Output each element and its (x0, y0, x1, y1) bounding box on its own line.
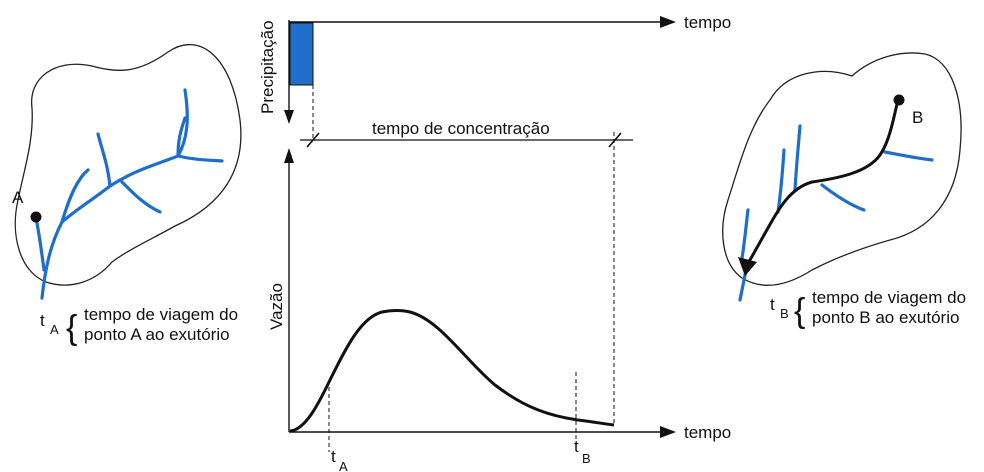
precip-axis-label: Precipitação (258, 20, 277, 114)
hydro-time-arrowhead (660, 426, 676, 438)
t-a-letter: t (40, 311, 45, 330)
river-b-tributary-4 (820, 183, 866, 212)
precipitation-chart: tempo Precipitação (258, 13, 731, 140)
river-network-b (738, 124, 934, 302)
t-a-axis-subscript: A (339, 459, 348, 472)
precip-time-arrowhead (660, 16, 676, 28)
legend-b-line-1: tempo de viagem do (812, 288, 966, 307)
watershed-a: A t A { tempo de viagem do ponto A ao ex… (12, 43, 242, 347)
flow-path-b-arrowhead (738, 257, 757, 276)
legend-a-line-1: tempo de viagem do (84, 305, 238, 324)
point-a-label: A (12, 188, 24, 207)
hydrograph-curve (289, 309, 615, 433)
river-a-tributary-2 (60, 168, 90, 224)
river-a-tributary-4 (120, 180, 162, 214)
hydrograph-chart: Vazão tempo t A t B (267, 132, 731, 472)
precip-time-label: tempo (684, 13, 731, 32)
flow-axis-label: Vazão (267, 283, 286, 330)
watershed-b: B t B { tempo de viagem do ponto B ao ex… (722, 52, 966, 330)
flow-path-b (745, 98, 900, 267)
concentration-dimension: tempo de concentração (300, 119, 633, 148)
t-a-axis-letter: t (331, 447, 336, 466)
hydro-time-label: tempo (684, 423, 731, 442)
river-b-tributary-1 (740, 208, 750, 260)
precip-axis-arrowhead (284, 110, 294, 124)
river-network-a (34, 88, 224, 300)
t-b-axis-letter: t (574, 437, 579, 456)
concentration-tick-left (306, 132, 320, 148)
river-a-tributary-3 (96, 132, 112, 188)
watershed-a-boundary (14, 43, 242, 286)
t-b-subscript: B (780, 306, 789, 321)
precip-rain-bar (289, 22, 314, 86)
river-a-tributary-1 (34, 216, 46, 272)
t-b-axis-subscript: B (582, 451, 591, 466)
legend-a-line-2: ponto A ao exutório (84, 325, 230, 344)
river-a-tributary-5 (176, 154, 224, 163)
legend-b-brace: { (794, 292, 805, 330)
watershed-b-boundary (722, 52, 962, 286)
flow-axis-arrowhead (284, 148, 294, 163)
legend-b-line-2: ponto B ao exutório (812, 308, 959, 327)
t-b-letter: t (770, 295, 775, 314)
point-a-dot (30, 211, 42, 223)
concentration-tick-right (608, 132, 622, 148)
point-b-label: B (912, 108, 923, 127)
river-b-tributary-5 (883, 150, 934, 162)
legend-a-brace: { (66, 309, 77, 347)
t-a-subscript: A (50, 322, 59, 337)
river-a-tributary-6 (176, 116, 187, 158)
point-b-dot (893, 94, 905, 106)
river-b-tributary-3 (793, 124, 802, 192)
river-a-main (40, 88, 189, 300)
concentration-label: tempo de concentração (372, 119, 550, 138)
